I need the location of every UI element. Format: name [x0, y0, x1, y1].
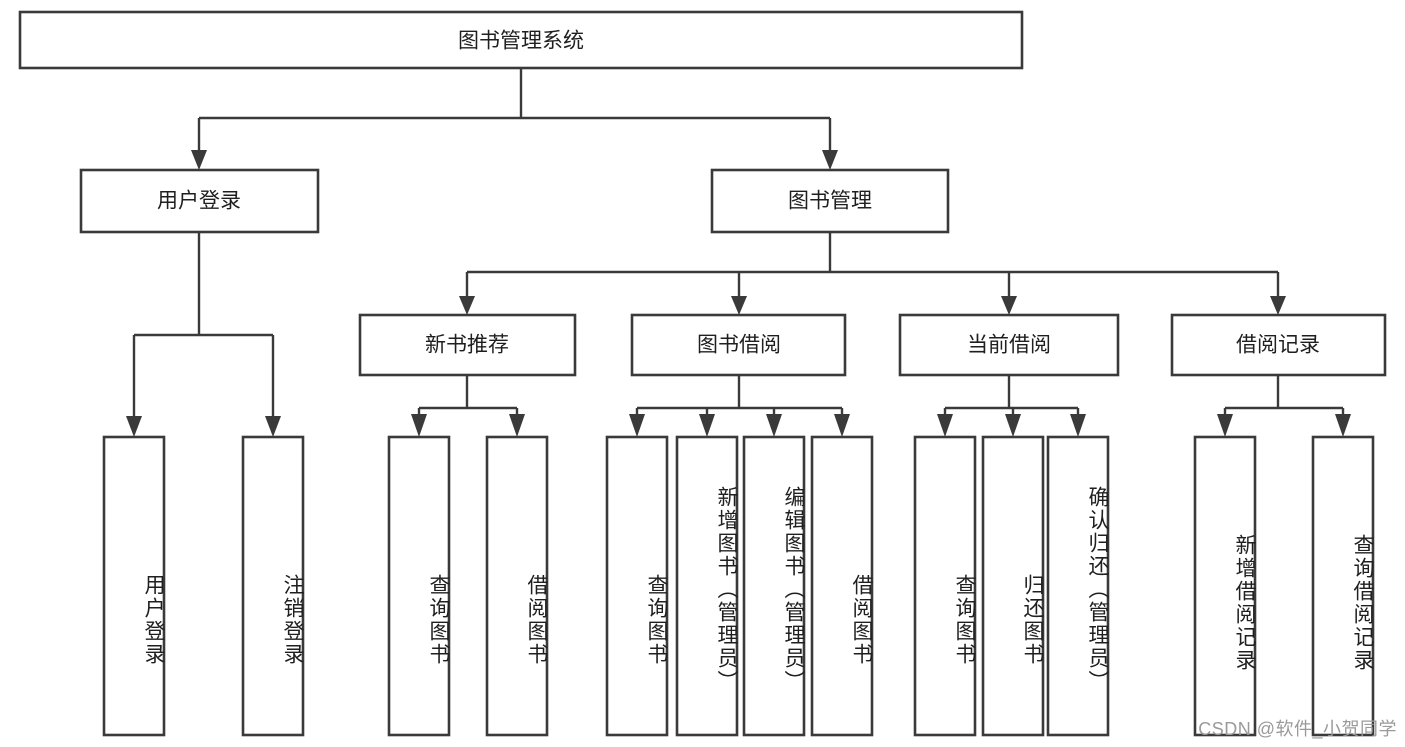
node-box-leaf-user-login[interactable] [102, 435, 166, 737]
label-leaf-br-1: 新增借阅记录 [1233, 533, 1256, 672]
arrow-head-borrow-record [1270, 296, 1286, 315]
label-new-book: 新书推荐 [425, 334, 509, 357]
label-leaf-nb-1: 查询图书 [427, 574, 450, 666]
csdn-watermark: CSDN @软件_小贺同学 [1198, 719, 1397, 739]
label-leaf-user-login: 用户登录 [142, 574, 165, 666]
label-leaf-br-2: 查询借阅记录 [1351, 533, 1374, 672]
arrow-head-bb-leaf-1 [629, 414, 645, 437]
arrow-head-cb-leaf-3 [1070, 414, 1086, 437]
node-box-user-login[interactable] [79, 168, 320, 234]
node-boxes [18, 10, 1387, 737]
label-leaf-bb-4: 借阅图书 [850, 574, 873, 666]
label-leaf-bb-1: 查询图书 [645, 574, 668, 666]
connector-book-manage-to-level3 [459, 232, 1286, 315]
arrow-head-bb-leaf-2 [699, 414, 715, 437]
arrow-head-leaf-user-login [126, 416, 142, 437]
arrow-head-cb-leaf-1 [937, 414, 953, 437]
node-box-leaf-bb-4[interactable] [810, 435, 874, 737]
label-leaf-cb-2: 归还图书 [1021, 574, 1044, 666]
arrow-head-nb-leaf-1 [411, 414, 427, 437]
label-leaf-cb-3: 确认归还（管理员） [1086, 485, 1109, 693]
node-box-leaf-cb-1[interactable] [913, 435, 977, 737]
connector-borrow-record-to-leaves [1217, 375, 1351, 437]
label-root: 图书管理系统 [458, 30, 584, 53]
connector-root-to-level2 [191, 68, 838, 170]
node-box-leaf-bb-1[interactable] [605, 435, 669, 737]
arrow-head-current-borrow [1001, 296, 1017, 315]
label-current-borrow: 当前借阅 [967, 334, 1051, 357]
node-box-leaf-logout[interactable] [241, 435, 305, 737]
connector-book-borrow-to-leaves [629, 375, 850, 437]
node-box-borrow-record[interactable] [1170, 313, 1387, 377]
label-book-borrow: 图书借阅 [697, 334, 781, 357]
node-box-leaf-br-1[interactable] [1193, 435, 1257, 737]
label-leaf-bb-2: 新增图书（管理员） [715, 485, 738, 693]
label-leaf-bb-3: 编辑图书（管理员） [782, 485, 805, 693]
node-box-root[interactable] [18, 10, 1024, 70]
label-user-login: 用户登录 [157, 190, 241, 213]
node-box-leaf-cb-3[interactable] [1046, 435, 1110, 737]
label-leaf-cb-1: 查询图书 [953, 574, 976, 666]
node-box-leaf-br-2[interactable] [1311, 435, 1375, 737]
arrow-head-br-leaf-2 [1335, 414, 1351, 437]
arrow-head-nb-leaf-2 [509, 414, 525, 437]
arrow-head-bb-leaf-3 [766, 414, 782, 437]
node-box-leaf-cb-2[interactable] [981, 435, 1045, 737]
connector-new-book-to-leaves [411, 375, 525, 437]
label-leaf-logout: 注销登录 [281, 574, 304, 666]
arrow-head-user-login [191, 150, 207, 170]
node-box-new-book[interactable] [358, 313, 577, 377]
connector-user-login-to-leaves [126, 232, 281, 437]
arrow-head-bb-leaf-4 [834, 414, 850, 437]
label-leaf-nb-2: 借阅图书 [525, 574, 548, 666]
node-box-leaf-nb-1[interactable] [387, 435, 451, 737]
node-box-leaf-nb-2[interactable] [485, 435, 549, 737]
arrow-head-leaf-logout [265, 416, 281, 437]
node-box-book-borrow[interactable] [630, 313, 847, 377]
node-labels-horizontal: 图书管理系统 用户登录 图书管理 新书推荐 图书借阅 当前借阅 借阅记录 [157, 30, 1320, 357]
connector-current-borrow-to-leaves [937, 375, 1086, 437]
node-box-current-borrow[interactable] [898, 313, 1120, 377]
arrow-head-br-leaf-1 [1217, 414, 1233, 437]
node-box-book-manage[interactable] [710, 168, 950, 234]
label-borrow-record: 借阅记录 [1236, 334, 1320, 357]
arrow-head-cb-leaf-2 [1005, 414, 1021, 437]
arrow-head-book-manage [822, 150, 838, 170]
arrow-head-new-book [459, 296, 475, 315]
label-book-manage: 图书管理 [788, 190, 872, 213]
node-box-leaf-bb-2[interactable] [675, 435, 739, 737]
node-box-leaf-bb-3[interactable] [742, 435, 806, 737]
arrow-head-book-borrow [731, 296, 747, 315]
